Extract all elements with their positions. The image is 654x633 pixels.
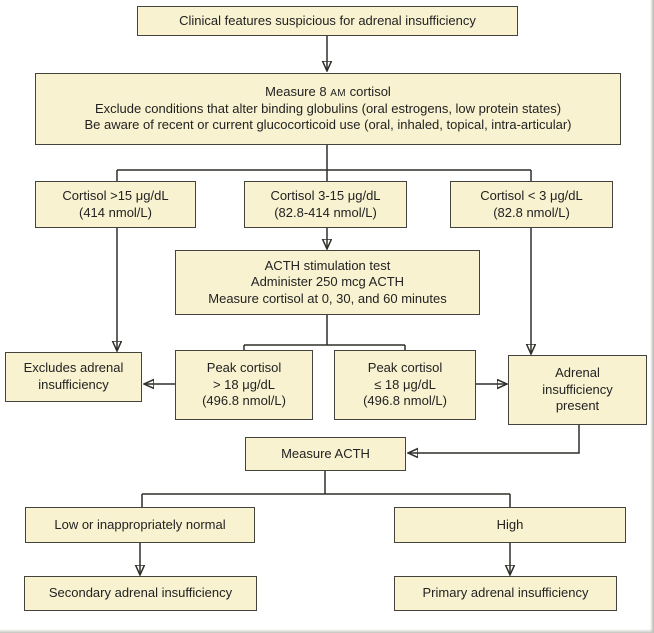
flowchart-box-measure-acth: Measure ACTH (245, 437, 406, 471)
box-text: Clinical features suspicious for adrenal… (179, 12, 476, 28)
flowchart-box-measure-8am-cortisol: Measure 8 AM cortisol Exclude conditions… (35, 73, 621, 145)
flowchart-box-acth-stimulation-test: ACTH stimulation test Administer 250 mcg… (175, 250, 480, 315)
connector-measure-acth-split (141, 471, 511, 508)
flowchart-box-adrenal-insufficiency-present: Adrenal insufficiency present (508, 355, 647, 425)
box-text: Secondary adrenal insufficiency (48, 585, 233, 601)
box-line-1: ACTH stimulation test (264, 257, 391, 273)
scan-edge-right (650, 0, 654, 633)
flowchart-box-primary-adrenal-insufficiency: Primary adrenal insufficiency (394, 576, 617, 611)
box-line-2: (82.8-414 nmol/L) (274, 204, 377, 220)
flowchart-box-clinical-features: Clinical features suspicious for adrenal… (137, 6, 518, 36)
flowchart-box-excludes-adrenal-insufficiency: Excludes adrenal insufficiency (5, 352, 142, 402)
box-line-3: (496.8 nmol/L) (363, 393, 447, 409)
connector-stimulation-to-peak-split (243, 315, 406, 351)
box-text-prefix: Measure 8 (265, 83, 327, 99)
scan-edge-bottom (0, 629, 654, 633)
connector-measure-to-cortisol-split (116, 145, 532, 182)
box-line-1: Measure 8 AM cortisol (265, 84, 391, 101)
box-line-1: Cortisol < 3 μg/dL (480, 187, 583, 203)
box-line-2: (414 nmol/L) (79, 204, 152, 220)
box-text: Measure ACTH (281, 445, 370, 461)
box-line-3: (496.8 nmol/L) (202, 393, 286, 409)
flowchart-box-cortisol-3-15: Cortisol 3-15 μg/dL (82.8-414 nmol/L) (244, 181, 407, 228)
box-line-1: Peak cortisol (367, 360, 443, 376)
box-line-3: Be aware of recent or current glucocorti… (84, 117, 572, 133)
box-line-1: Peak cortisol (206, 360, 282, 376)
flowchart-box-acth-low-or-normal: Low or inappropriately normal (25, 507, 255, 543)
box-text-suffix: cortisol (349, 83, 391, 99)
flowchart-box-peak-cortisol-at-most-18: Peak cortisol ≤ 18 μg/dL (496.8 nmol/L) (334, 350, 476, 420)
box-line-2: Exclude conditions that alter binding gl… (94, 100, 562, 116)
flowchart-box-peak-cortisol-above-18: Peak cortisol > 18 μg/dL (496.8 nmol/L) (175, 350, 313, 420)
flowchart-box-secondary-adrenal-insufficiency: Secondary adrenal insufficiency (24, 576, 257, 611)
box-line-3: present (555, 398, 600, 414)
box-line-1: Adrenal (555, 365, 600, 381)
box-line-1: Excludes adrenal (23, 360, 124, 376)
flowchart-box-cortisol-below-3: Cortisol < 3 μg/dL (82.8 nmol/L) (450, 181, 613, 228)
box-text-smallcaps-am: AM (330, 87, 347, 99)
box-line-1: Cortisol 3-15 μg/dL (270, 187, 381, 203)
box-line-2: insufficiency (38, 377, 109, 392)
flowchart-box-cortisol-above-15: Cortisol >15 μg/dL (414 nmol/L) (35, 181, 196, 228)
box-line-1: Cortisol >15 μg/dL (62, 187, 169, 203)
box-text: Low or inappropriately normal (54, 516, 226, 532)
box-line-2: (82.8 nmol/L) (493, 204, 570, 220)
box-line-3: Measure cortisol at 0, 30, and 60 minute… (208, 290, 447, 306)
box-line-2: ≤ 18 μg/dL (374, 376, 436, 392)
box-text: Primary adrenal insufficiency (422, 585, 589, 601)
connector-ai-present-to-measure-acth (409, 425, 580, 453)
box-line-2: insufficiency (542, 381, 613, 397)
flowchart-box-acth-high: High (394, 507, 626, 543)
box-text: High (496, 516, 524, 532)
box-line-2: Administer 250 mcg ACTH (250, 274, 405, 290)
box-line-2: > 18 μg/dL (212, 376, 276, 392)
